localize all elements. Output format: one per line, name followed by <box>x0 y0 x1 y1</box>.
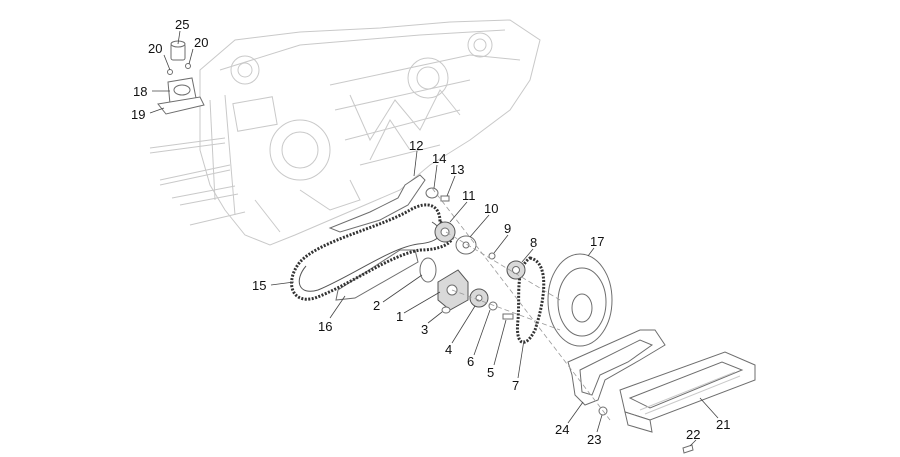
chain-guide-upper <box>328 174 426 233</box>
bolt-3 <box>441 306 451 314</box>
callout-13: 13 <box>450 162 464 177</box>
callout-19: 19 <box>131 107 145 122</box>
washer-10 <box>455 235 477 255</box>
callout-18: 18 <box>133 84 147 99</box>
callout-8: 8 <box>530 235 537 250</box>
callout-15: 15 <box>252 278 266 293</box>
callout-9: 9 <box>504 221 511 236</box>
callout-7: 7 <box>512 378 519 393</box>
cylinder-studs <box>149 137 246 226</box>
callout-14: 14 <box>432 151 446 166</box>
callout-6: 6 <box>467 354 474 369</box>
oil-sump-21 <box>619 351 756 433</box>
washer-6 <box>488 301 498 311</box>
callout-24: 24 <box>555 422 569 437</box>
callout-3: 3 <box>421 322 428 337</box>
callout-16: 16 <box>318 319 332 334</box>
pump-cover-2 <box>419 257 437 283</box>
callout-17: 17 <box>590 234 604 249</box>
callout-labels: 25 20 20 18 19 12 14 13 11 10 9 8 17 15 … <box>131 17 730 447</box>
callout-21: 21 <box>716 417 730 432</box>
tensioner-gasket <box>157 96 205 115</box>
assembly-axes <box>431 187 611 421</box>
callout-22: 22 <box>686 427 700 442</box>
callout-11: 11 <box>462 188 476 203</box>
leader-lines <box>149 30 719 447</box>
crankcase-outline <box>199 19 541 246</box>
callout-20-left: 20 <box>148 41 162 56</box>
bolt-5 <box>502 313 514 320</box>
callout-23: 23 <box>587 432 601 447</box>
callout-10: 10 <box>484 201 498 216</box>
callout-4: 4 <box>445 342 452 357</box>
callout-25: 25 <box>175 17 189 32</box>
callout-20-right: 20 <box>194 35 208 50</box>
callout-5: 5 <box>487 365 494 380</box>
bolt-13 <box>440 195 450 202</box>
drive-chain <box>515 256 546 344</box>
spacer-14 <box>425 187 439 199</box>
sprocket-8 <box>506 260 526 280</box>
ring-9 <box>488 252 496 260</box>
cover-plate-17 <box>547 253 613 347</box>
screw-22 <box>682 444 694 454</box>
chain-guide-lower <box>335 249 419 301</box>
callout-1: 1 <box>396 309 403 324</box>
callout-12: 12 <box>409 138 423 153</box>
sprocket-11 <box>434 221 456 243</box>
gasket-24 <box>567 329 666 406</box>
sprocket-4 <box>469 288 489 308</box>
callout-2: 2 <box>373 298 380 313</box>
